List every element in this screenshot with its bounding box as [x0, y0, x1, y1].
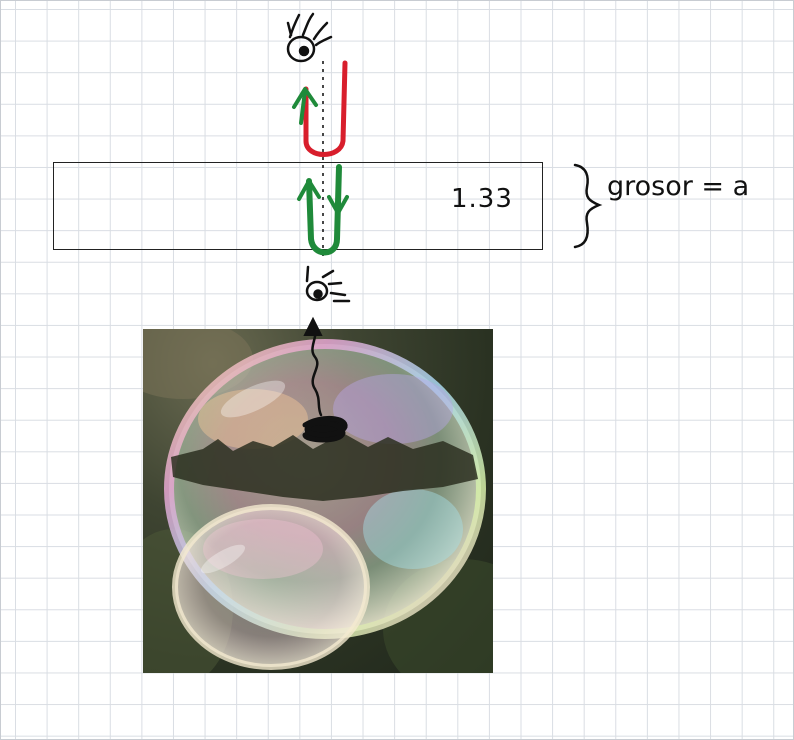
arrowhead-up — [292, 87, 318, 109]
eye-icon — [286, 12, 333, 63]
transmitted-ray — [306, 164, 342, 256]
soap-bubble-photo — [143, 329, 493, 673]
arrowhead-down-film — [327, 195, 349, 215]
thickness-brace — [573, 163, 603, 249]
light-source-scribble — [302, 416, 348, 443]
thin-film-slab — [53, 162, 543, 250]
arrowhead-wave — [303, 316, 323, 336]
soap-bubble-image — [143, 329, 493, 673]
reflected-arrow-up — [299, 89, 307, 125]
refractive-index-label: 1.33 — [451, 184, 513, 214]
light-wave-arrow — [311, 321, 323, 417]
thickness-label: grosor = a — [607, 171, 750, 202]
eye-icon — [305, 265, 351, 303]
arrowhead-up-film — [297, 179, 321, 201]
reflected-ray — [303, 60, 348, 157]
